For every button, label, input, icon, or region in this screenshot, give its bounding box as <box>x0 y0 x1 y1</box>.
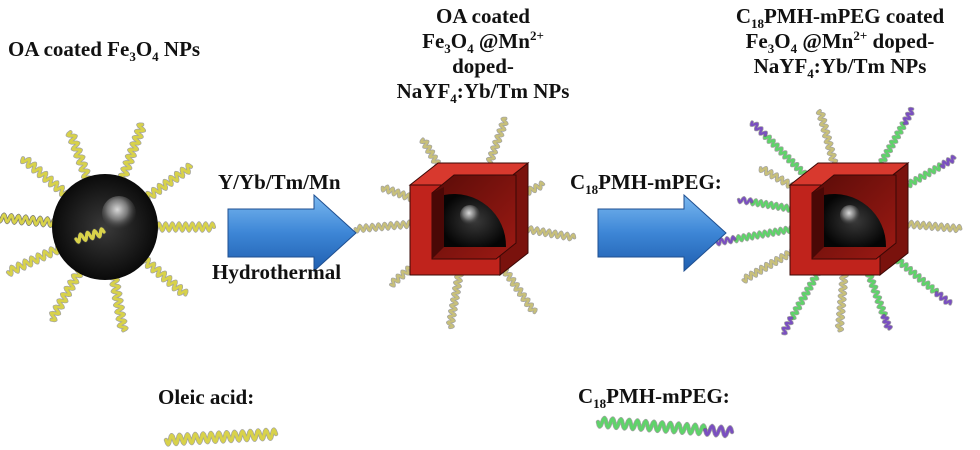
oleic-acid-chain <box>49 266 83 323</box>
arrow1-top-label: Y/Yb/Tm/Mn <box>218 170 341 194</box>
reaction-arrow-1 <box>227 193 357 273</box>
oleic-acid-chain <box>73 226 107 245</box>
legend-oleic-acid-chain <box>163 427 279 447</box>
oleic-acid-chain <box>20 156 71 198</box>
peg-polymer-chain <box>715 223 800 247</box>
oleic-acid-chain <box>0 212 59 228</box>
peg-polymer-chain <box>736 196 800 214</box>
peg-polymer-chain <box>749 120 815 184</box>
stage3-label: C18PMH-mPEG coated Fe3O4 @Mn2+ doped- Na… <box>735 4 945 82</box>
peg-coated-nanocube <box>788 161 910 277</box>
oleic-acid-chain <box>118 122 146 183</box>
oleic-acid-chain <box>835 269 849 333</box>
oleic-acid-chain <box>108 273 129 333</box>
peg-polymer-chain <box>863 266 893 331</box>
legend-oleic-label: Oleic acid: <box>158 385 255 409</box>
upconversion-nanocube <box>408 161 530 277</box>
oleic-acid-chain <box>143 162 193 203</box>
fe3o4-nanoparticle <box>52 174 158 280</box>
oleic-acid-chain <box>446 268 464 330</box>
oleic-acid-chain <box>152 221 216 233</box>
stage1-label: OA coated Fe3O4 NPs <box>8 37 201 65</box>
stage2-label: OA coated Fe3O4 @Mn2+ doped- NaYF4:Yb/Tm… <box>396 4 570 107</box>
arrow1-bottom-label: Hydrothermal <box>212 260 342 284</box>
oleic-acid-chain <box>518 224 577 242</box>
arrow2-label: C18PMH-mPEG: <box>570 170 722 198</box>
legend-peg-chain <box>595 415 735 439</box>
oleic-acid-chain <box>139 256 189 297</box>
oleic-acid-chain <box>65 130 93 183</box>
oleic-acid-chain <box>899 219 963 233</box>
reaction-arrow-2 <box>597 193 727 273</box>
oleic-acid-chain <box>483 116 509 172</box>
oleic-acid-chain <box>353 219 419 234</box>
legend-peg-label: C18PMH-mPEG: <box>578 384 730 412</box>
oleic-acid-chain <box>6 243 63 277</box>
oleic-acid-chain <box>815 109 840 171</box>
